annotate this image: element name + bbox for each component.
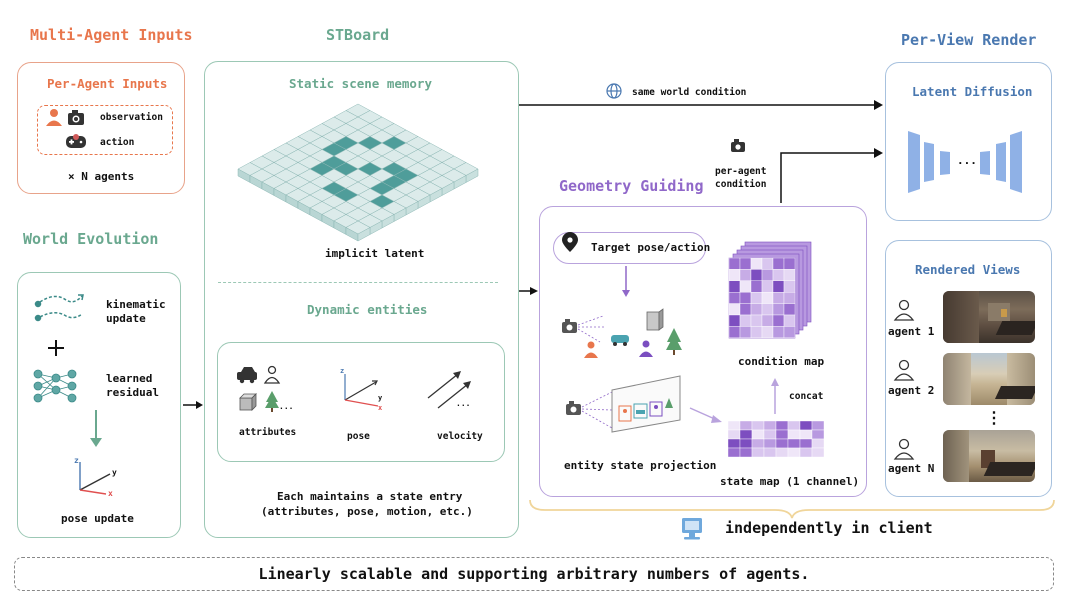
- attributes-label: attributes: [239, 427, 297, 438]
- pose-axis-z-label: z: [340, 367, 345, 375]
- target-pose-label: Target pose/action: [591, 241, 711, 254]
- state-entry-caption-line1: Each maintains a state entry: [277, 490, 463, 503]
- kinematic-update-label: kinematic update: [106, 298, 166, 325]
- entity-state-projection-label: entity state projection: [564, 459, 717, 472]
- learned-residual-label: learned residual: [106, 372, 159, 399]
- independently-in-client-label: independently in client: [725, 519, 933, 537]
- static-scene-memory-title: Static scene memory: [289, 76, 432, 91]
- pose-axis-x-label: x: [378, 404, 383, 412]
- per-agent-condition-line1: per-agent: [715, 166, 767, 177]
- pose-update-label: pose update: [61, 512, 134, 525]
- per-agent-inputs-title: Per-Agent Inputs: [47, 76, 168, 91]
- monitor-icon: [682, 518, 702, 540]
- axis-z-label: z: [74, 456, 79, 465]
- axis-y-label: y: [112, 468, 117, 477]
- pose-label: pose: [347, 431, 370, 442]
- velocity-label: velocity: [437, 431, 483, 442]
- axis-x-label: x: [108, 489, 113, 498]
- concat-label: concat: [789, 391, 824, 402]
- footer-text: Linearly scalable and supporting arbitra…: [258, 565, 810, 583]
- dynamic-entities-title: Dynamic entities: [307, 302, 428, 317]
- pose-axis-y-label: y: [378, 394, 383, 402]
- stboard-divider: [218, 282, 498, 283]
- camera-small-icon: [731, 139, 745, 152]
- agent-1-view-thumbnail: [943, 291, 1035, 343]
- agents-vdots: ⋮: [986, 408, 1002, 427]
- multi-agent-inputs-heading: Multi-Agent Inputs: [30, 26, 193, 44]
- per-agent-inputs-panel: [17, 62, 185, 194]
- stboard-panel: [204, 61, 519, 538]
- condition-map-label: condition map: [738, 355, 825, 368]
- observation-label: observation: [100, 112, 163, 123]
- per-view-render-heading: Per-View Render: [901, 31, 1037, 49]
- per-agent-condition-line2: condition: [715, 179, 767, 190]
- world-evolution-heading: World Evolution: [23, 230, 159, 248]
- action-label: action: [100, 137, 135, 148]
- latent-diffusion-title: Latent Diffusion: [912, 84, 1033, 99]
- agent-2-label: agent 2: [888, 384, 935, 397]
- per-agent-condition-arrow: [780, 152, 876, 203]
- agent-n-label: agent N: [888, 462, 935, 475]
- state-entry-caption-line2: (attributes, pose, motion, etc.): [261, 505, 473, 518]
- implicit-latent-label: implicit latent: [325, 247, 425, 260]
- rendered-views-title: Rendered Views: [915, 262, 1021, 277]
- agent-n-view-thumbnail: [943, 430, 1035, 482]
- geometry-guiding-heading: Geometry Guiding: [559, 177, 704, 195]
- stboard-heading: STBoard: [326, 26, 390, 44]
- per-agent-inputs-group: [37, 105, 173, 155]
- unet-ellipsis: ...: [957, 154, 977, 167]
- agent-count-label: × N agents: [68, 170, 135, 183]
- same-world-condition-label: same world condition: [632, 87, 747, 98]
- footer-banner: [14, 557, 1054, 591]
- agent-2-view-thumbnail: [943, 353, 1035, 405]
- target-pose-pill: [553, 232, 706, 264]
- agent-1-label: agent 1: [888, 325, 935, 338]
- state-map-label: state map (1 channel): [720, 475, 860, 488]
- velocity-ellipsis: ...: [456, 399, 471, 408]
- attributes-ellipsis: ...: [279, 402, 294, 411]
- globe-icon: [606, 83, 622, 99]
